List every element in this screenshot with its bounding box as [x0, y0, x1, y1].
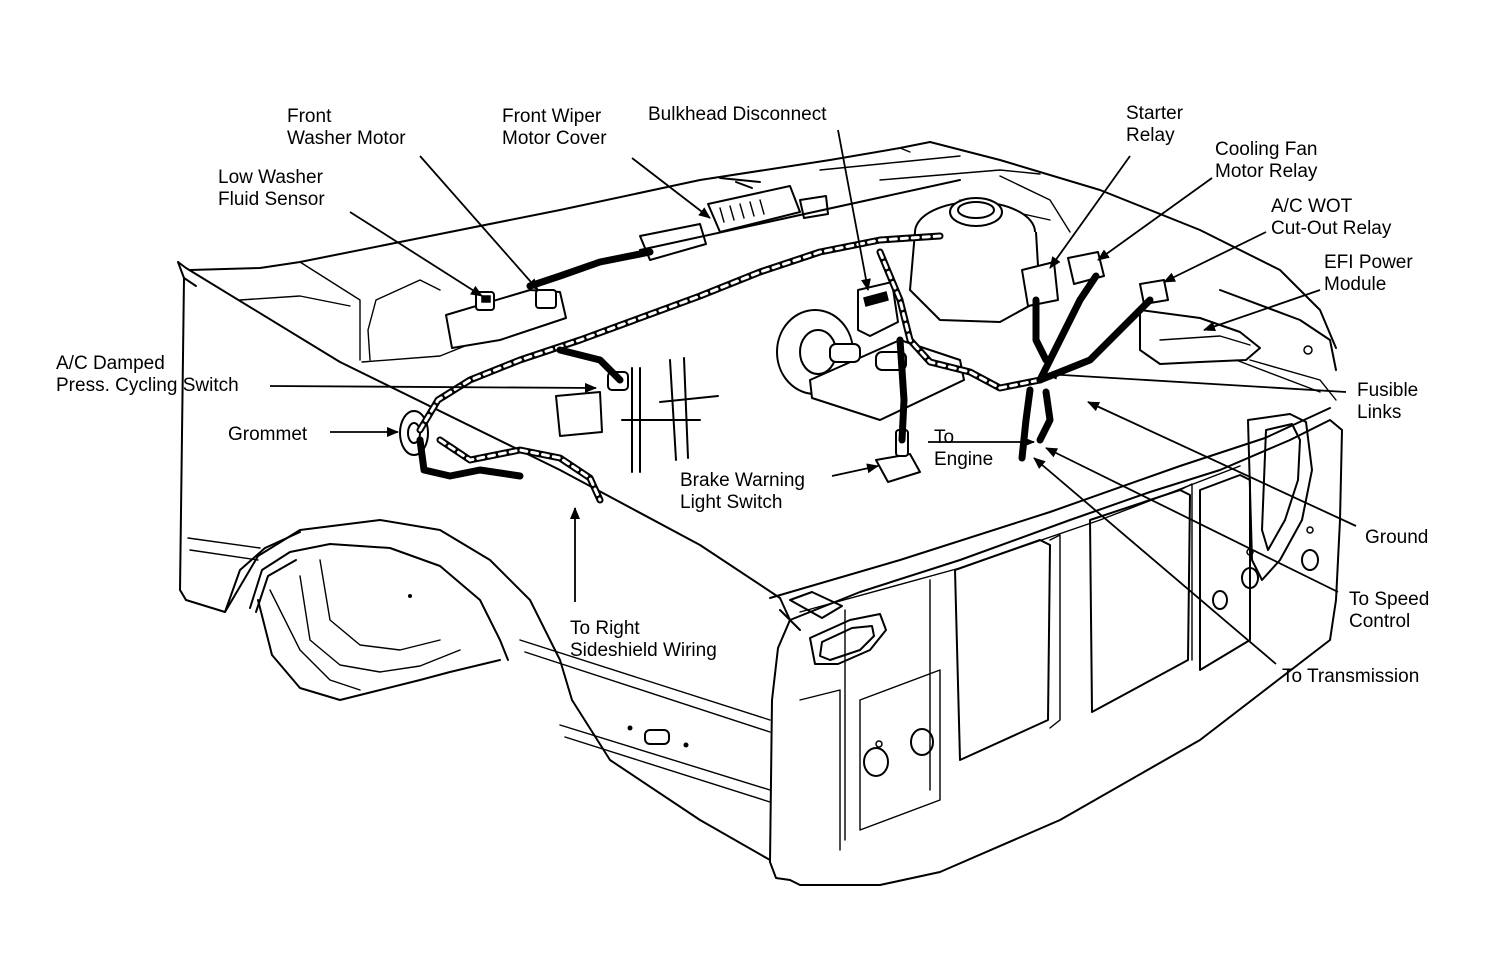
label-to-transmission: To Transmission	[1282, 666, 1420, 687]
body-outline	[177, 141, 1343, 886]
label-bulkhead-disconnect: Bulkhead Disconnect	[648, 104, 827, 125]
label-grommet: Grommet	[228, 424, 308, 445]
leader-arrows	[269, 129, 1357, 665]
components	[399, 197, 1169, 483]
label-ground: Ground	[1365, 527, 1429, 548]
